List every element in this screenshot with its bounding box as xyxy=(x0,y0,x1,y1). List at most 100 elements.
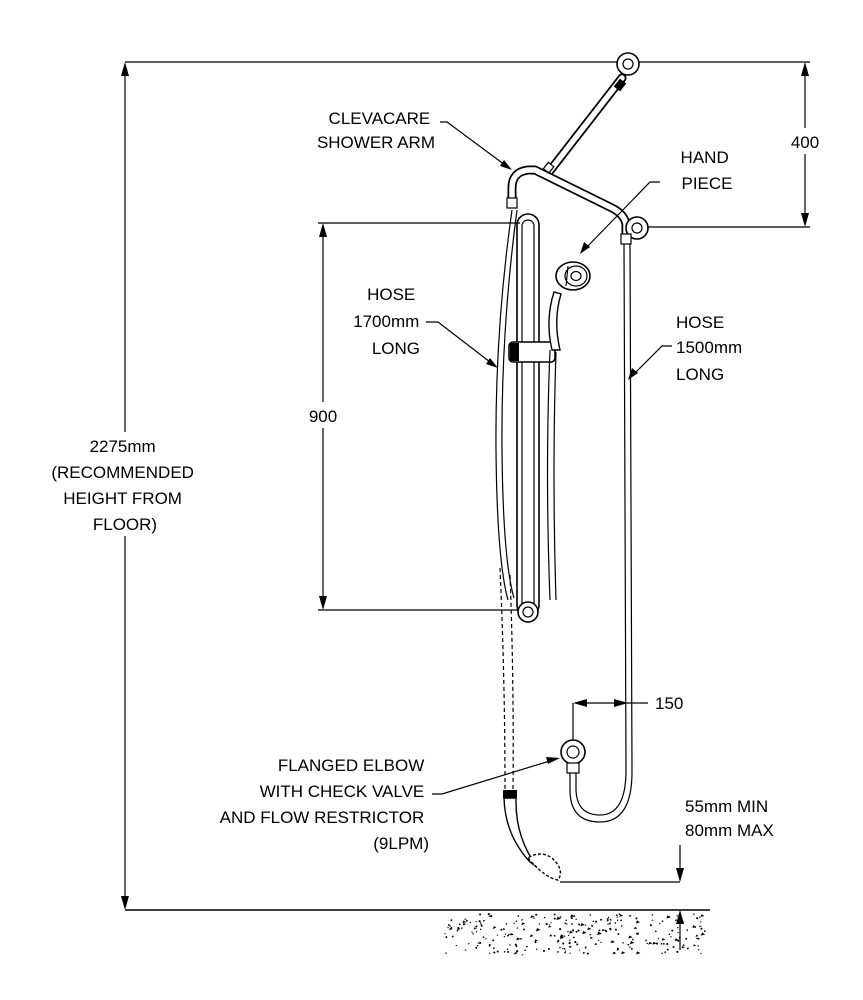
hand-piece-rim xyxy=(565,265,569,287)
floor-speckle xyxy=(479,941,482,945)
floor-speckle xyxy=(572,936,576,939)
floor-speckle xyxy=(534,941,537,944)
floor-speckle xyxy=(480,923,482,925)
floor-speckle xyxy=(697,937,700,940)
dimension-text-mask xyxy=(785,128,825,154)
floor-speckle xyxy=(598,929,601,932)
floor-speckle xyxy=(503,950,506,953)
floor-speckle xyxy=(490,914,493,918)
floor-speckle xyxy=(697,949,700,951)
floor-speckle xyxy=(507,934,509,937)
arm-left-nut xyxy=(506,197,518,209)
floor-speckle xyxy=(556,950,560,953)
floor-speckle xyxy=(576,943,579,946)
floor-speckle xyxy=(514,943,517,946)
floor-speckle xyxy=(462,920,467,924)
floor-speckle xyxy=(602,929,604,931)
floor-speckle xyxy=(578,949,581,951)
floor-speckle xyxy=(553,934,555,937)
floor-speckle xyxy=(553,913,556,916)
floor-speckle xyxy=(589,936,594,939)
floor-speckle xyxy=(475,946,478,949)
floor-speckle xyxy=(480,924,483,927)
floor-speckle xyxy=(697,945,699,947)
component-labels: CLEVACARE SHOWER ARM HAND PIECE HOSE 170… xyxy=(220,109,743,853)
floor-speckle xyxy=(564,950,567,952)
floor-speckle xyxy=(627,943,630,946)
floor-speckle xyxy=(542,949,546,952)
floor-speckle xyxy=(543,916,546,919)
floor-speckle xyxy=(622,942,624,944)
floor-speckle xyxy=(568,941,571,945)
floor-speckle xyxy=(632,938,634,941)
floor-speckle xyxy=(636,932,639,935)
floor-speckle xyxy=(589,933,591,936)
leader-hose-1500 xyxy=(633,345,672,375)
floor-speckle xyxy=(445,936,448,939)
floor-speckle xyxy=(556,941,558,943)
arm-strut-joint xyxy=(613,78,627,92)
elbow-flange-inner xyxy=(566,745,580,759)
floor-speckle xyxy=(651,914,654,916)
floor-speckle xyxy=(696,937,698,940)
floor-speckle xyxy=(538,923,541,925)
floor-speckle xyxy=(534,939,538,942)
floor-speckle xyxy=(594,943,597,946)
floor-speckle xyxy=(573,915,576,917)
floor-speckle xyxy=(469,921,471,924)
floor-speckle xyxy=(666,915,671,919)
floor-speckle xyxy=(662,942,665,945)
floor-speckle xyxy=(505,923,508,925)
overall-height-text: 2275mm (RECOMMENDED HEIGHT FROM FLOOR) xyxy=(51,437,198,534)
floor-speckle xyxy=(447,923,451,926)
floor-speckle xyxy=(630,947,633,950)
floor-speckle xyxy=(620,925,623,927)
floor-speckle xyxy=(450,919,453,922)
floor-speckle xyxy=(672,945,675,948)
floor-speckle xyxy=(492,926,497,929)
flanged-elbow xyxy=(560,739,586,774)
label-shower-arm: CLEVACARE SHOWER ARM xyxy=(317,109,435,152)
floor-speckle xyxy=(564,922,567,925)
floor-speckle xyxy=(621,951,626,955)
floor-speckle xyxy=(606,917,610,921)
floor-speckle xyxy=(700,952,702,954)
leader-shower-arm xyxy=(440,121,506,166)
floor-speckle xyxy=(570,914,575,918)
floor-speckle xyxy=(635,920,641,924)
floor-speckle xyxy=(521,953,524,956)
elbow-offset-text: 150 xyxy=(655,694,683,713)
floor-speckle xyxy=(513,922,515,925)
floor-speckle xyxy=(677,931,679,934)
floor-speckle xyxy=(604,929,607,932)
hose-1700 xyxy=(495,209,518,791)
label-hand-piece: HAND PIECE xyxy=(681,148,734,193)
floor-speckle xyxy=(591,924,594,927)
floor-speckle xyxy=(582,951,586,954)
floor-speckle xyxy=(659,923,661,925)
floor-speckle xyxy=(488,943,491,946)
shower-arm xyxy=(506,52,649,245)
floor-speckle xyxy=(592,920,595,923)
rail-length-text: 900 xyxy=(309,407,337,426)
floor-speckle xyxy=(492,939,495,942)
floor-speckle xyxy=(502,928,506,931)
floor-speckle xyxy=(619,914,624,917)
floor-speckle xyxy=(686,947,689,950)
floor-speckle xyxy=(677,927,679,929)
floor-speckle xyxy=(696,917,699,920)
floor-speckle xyxy=(674,938,679,942)
floor-speckle xyxy=(686,929,689,931)
floor-speckle xyxy=(521,922,526,926)
floor-speckle xyxy=(654,930,658,933)
floor-speckle xyxy=(488,952,491,955)
floor-hand-piece-ferrule xyxy=(503,790,517,798)
arrowhead-hand-piece xyxy=(580,242,590,254)
floor-speckle xyxy=(451,935,454,938)
floor-speckle xyxy=(700,932,706,936)
hose-1500-inner xyxy=(569,243,633,823)
floor-speckle xyxy=(577,929,580,932)
floor-speckle xyxy=(516,950,519,953)
floor-speckle xyxy=(700,914,705,917)
